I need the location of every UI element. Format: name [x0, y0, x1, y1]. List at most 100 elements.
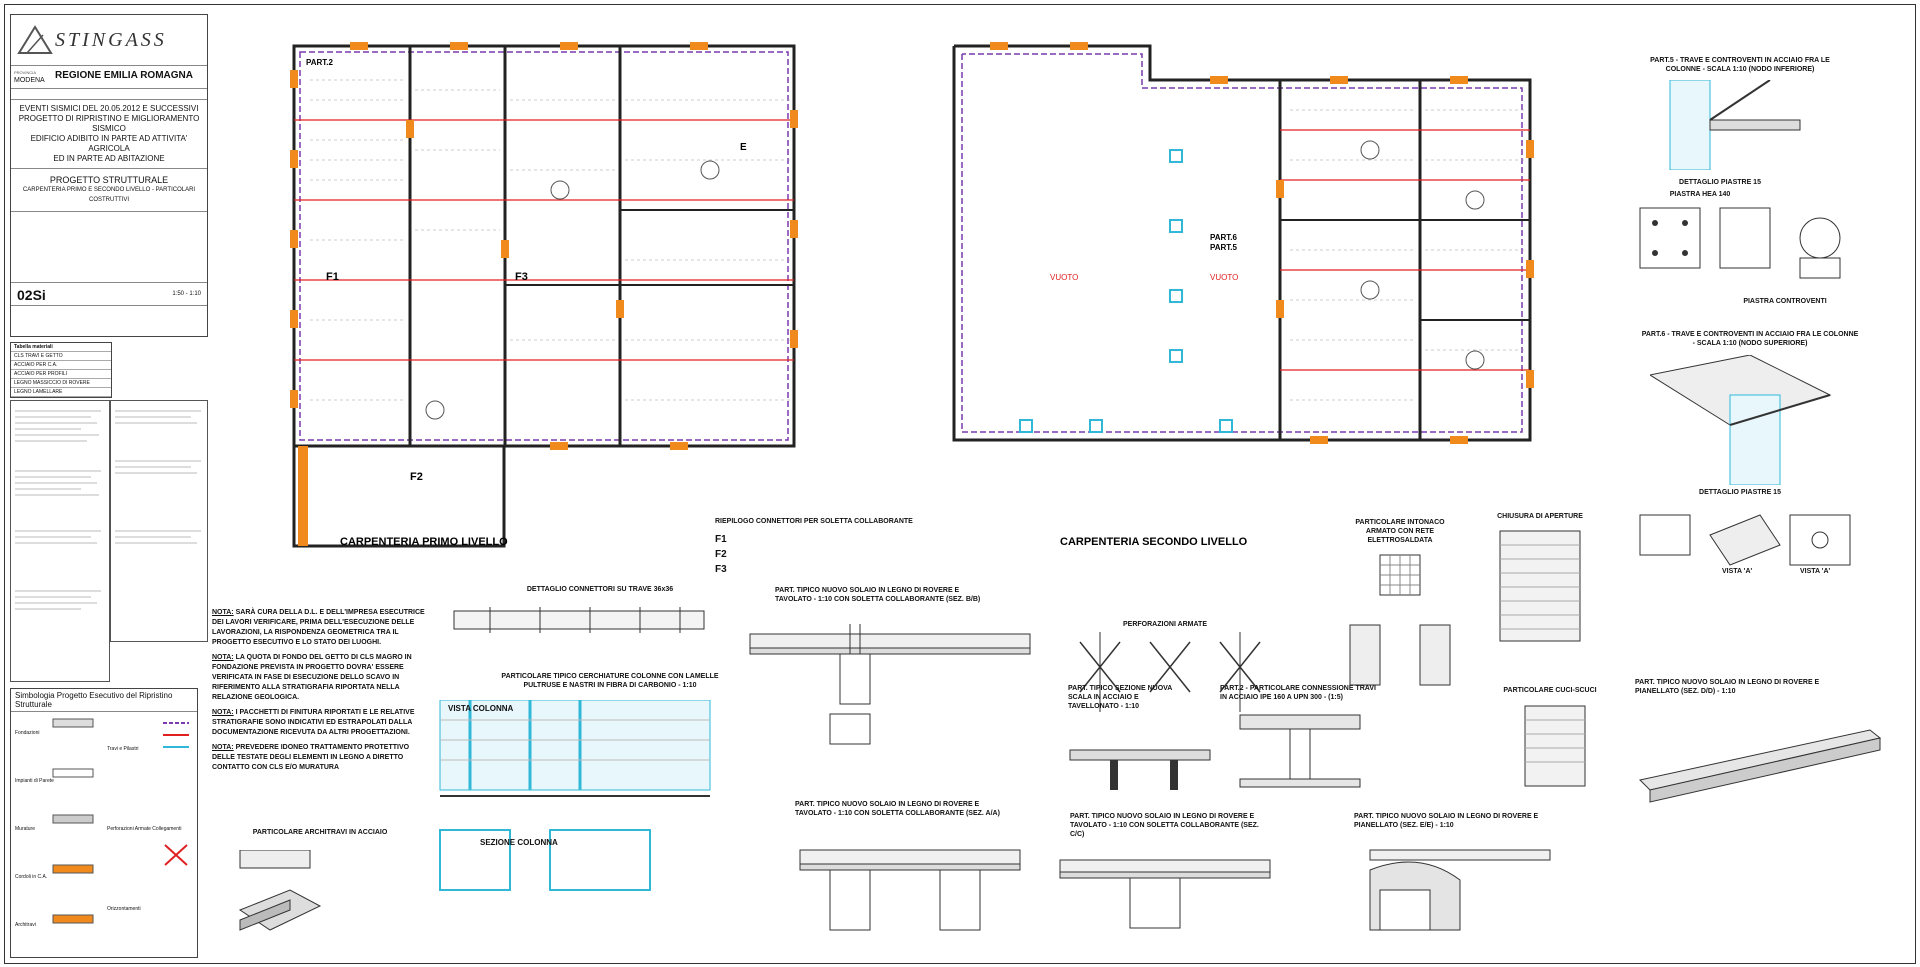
note-text: I PACCHETTI DI FINITURA RIPORTATI E LE R… — [212, 709, 415, 736]
detail-beam-connectors — [453, 607, 705, 633]
section-title: PROGETTO STRUTTURALE — [49, 175, 169, 185]
revision-area — [11, 306, 207, 336]
connector-code: F3 — [715, 564, 727, 575]
project-line: EVENTI SISMICI DEL 20.05.2012 E SUCCESSI… — [19, 104, 199, 113]
detail-title: PIASTRA HEA 140 — [1669, 191, 1731, 198]
detail-steel-lintel — [238, 850, 322, 931]
detail-part2 — [1239, 714, 1361, 788]
legend-title: Simbologia Progetto Esecutivo del Ripris… — [11, 689, 197, 712]
notes-lines — [15, 410, 101, 610]
drawing-sheet — [4, 4, 1916, 964]
legend: Simbologia Progetto Esecutivo del Ripris… — [10, 688, 198, 958]
legend-group: Fondazioni — [15, 730, 40, 736]
detail-plaster — [1349, 554, 1451, 686]
company-name: STINGASS — [55, 28, 167, 51]
note-key: NOTA: — [212, 609, 234, 616]
detail-floor-b — [749, 624, 1031, 745]
legend-group: Perforazioni Armate Collegamenti — [107, 826, 182, 832]
legend-symbols — [52, 718, 94, 924]
connector-code: F1 — [715, 534, 727, 545]
province-label: PROVINCIA — [14, 70, 37, 75]
drawing-code: 02Si — [17, 287, 46, 303]
legend-group: Murature — [15, 826, 36, 832]
note-text: SARÀ CURA DELLA D.L. E DELL'IMPRESA ESEC… — [212, 609, 425, 646]
void-label: VUOTO — [1050, 273, 1078, 282]
part-label: PART.2 — [306, 58, 334, 67]
project-line: EDIFICIO ADIBITO IN PARTE AD ATTIVITA' A… — [30, 134, 188, 153]
region: REGIONE EMILIA ROMAGNA — [55, 70, 193, 81]
detail-plates — [1639, 207, 1841, 279]
materials-row: LEGNO LAMELLARE — [11, 388, 111, 397]
project-line: ED IN PARTE AD ABITAZIONE — [53, 154, 165, 163]
region-row: PROVINCIA MODENA REGIONE EMILIA ROMAGNA — [11, 66, 207, 89]
detail-column-view — [439, 700, 711, 891]
note-key: NOTA: — [212, 654, 234, 661]
detail-title: PARTICOLARE ARCHITRAVI IN ACCIAIO — [252, 829, 388, 836]
note-key: NOTA: — [212, 709, 234, 716]
notes: NOTA: SARÀ CURA DELLA D.L. E DELL'IMPRES… — [212, 608, 427, 773]
void-label: VUOTO — [1210, 273, 1238, 282]
plan-title: CARPENTERIA SECONDO LIVELLO — [1060, 536, 1248, 548]
detail-title: PART.6 - TRAVE E CONTROVENTI IN ACCIAIO … — [1641, 331, 1859, 347]
legend-group: Impianti di Parete — [15, 778, 54, 784]
subject: CARPENTERIA PRIMO E SECONDO LIVELLO - PA… — [22, 187, 196, 203]
detail-title: PART. TIPICO NUOVO SOLAIO IN LEGNO DI RO… — [775, 587, 981, 603]
materials-row: ACCIAIO PER C.A. — [11, 361, 111, 370]
legend-group: Cordoli in C.A. — [15, 874, 48, 880]
note-text: PREVEDERE IDONEO TRATTAMENTO PROTETTIVO … — [212, 744, 410, 771]
detail-title: DETTAGLIO CONNETTORI SU TRAVE 36x36 — [526, 586, 674, 593]
company-logo: STINGASS — [11, 15, 207, 66]
detail-steel-slab — [1069, 749, 1211, 790]
detail-title: PART. TIPICO SEZIONE NUOVA SCALA IN ACCI… — [1068, 685, 1173, 710]
floor-code: E — [740, 142, 747, 153]
scale: 1:50 - 1:10 — [172, 291, 201, 297]
detail-floor-a — [799, 849, 1021, 931]
detail-title: PART.5 - TRAVE E CONTROVENTI IN ACCIAIO … — [1650, 57, 1830, 73]
detail-title: DETTAGLIO PIASTRE 15 — [1699, 489, 1781, 496]
floor-code: F3 — [515, 271, 528, 283]
detail-subtitle: SEZIONE COLONNA — [480, 838, 558, 847]
part-label: PART.5 — [1210, 243, 1238, 252]
detail-title: PERFORAZIONI ARMATE — [1123, 621, 1207, 628]
notes-box-left — [10, 400, 110, 682]
detail-title: PARTICOLARE INTONACO ARMATO CON RETE ELE… — [1355, 519, 1445, 544]
province: MODENA — [14, 77, 45, 84]
note-key: NOTA: — [212, 744, 234, 751]
detail-floor-d — [1638, 729, 1882, 803]
logo-icon — [17, 25, 53, 54]
detail-title: PART. TIPICO NUOVO SOLAIO IN LEGNO DI RO… — [1635, 679, 1820, 695]
floor-code: F1 — [326, 271, 339, 283]
part-label: PART.6 — [1210, 233, 1238, 242]
detail-part5 — [1669, 80, 1801, 170]
signature-area — [11, 212, 207, 283]
blank-row — [11, 89, 207, 100]
view-label: VISTA 'A' — [1722, 568, 1753, 575]
detail-title: PART. TIPICO NUOVO SOLAIO IN LEGNO DI RO… — [1070, 813, 1259, 838]
plan-second-level: PART.6 PART.5 VUOTO VUOTO CARPENTERIA SE… — [952, 42, 1534, 548]
notes-lines — [115, 410, 201, 544]
detail-title: CHIUSURA DI APERTURE — [1497, 513, 1583, 520]
detail-title: DETTAGLIO PIASTRE 15 — [1679, 179, 1761, 186]
plan-first-level: PART.2 F1 F2 F3 E CARPENTERIA PRIMO LIVE… — [290, 42, 798, 548]
detail-title: PARTICOLARE CUCI-SCUCI — [1503, 687, 1597, 694]
legend-group: Architravi — [15, 922, 36, 928]
title-block: STINGASS PROVINCIA MODENA REGIONE EMILIA… — [10, 14, 208, 337]
project-description: EVENTI SISMICI DEL 20.05.2012 E SUCCESSI… — [11, 100, 207, 169]
detail-title: PART. TIPICO NUOVO SOLAIO IN LEGNO DI RO… — [1354, 813, 1539, 829]
connectors-list: F1 F2 F3 — [715, 532, 727, 577]
detail-floor-e — [1369, 849, 1551, 931]
detail-openings — [1499, 530, 1581, 642]
note-text: LA QUOTA DI FONDO DEL GETTO DI CLS MAGRO… — [212, 654, 412, 701]
materials-row: LEGNO MASSICCIO DI ROVERE — [11, 379, 111, 388]
detail-floor-c — [1059, 859, 1271, 929]
materials-row: CLS TRAVI E GETTO — [11, 352, 111, 361]
detail-title: PARTICOLARE TIPICO CERCHIATURE COLONNE C… — [501, 673, 719, 689]
notes-box-right — [110, 400, 208, 642]
materials-table: Tabella materiali CLS TRAVI E GETTO ACCI… — [10, 342, 112, 398]
plan-title: CARPENTERIA PRIMO LIVELLO — [340, 536, 508, 548]
detail-title: PIASTRA CONTROVENTI — [1743, 298, 1827, 305]
project-line: PROGETTO DI RIPRISTINO E MIGLIORAMENTO S… — [18, 114, 200, 133]
legend-left: Fondazioni Impianti di Parete Murature C… — [15, 709, 54, 949]
detail-title: PART. TIPICO NUOVO SOLAIO IN LEGNO DI RO… — [795, 801, 1000, 817]
materials-title: Tabella materiali — [11, 343, 111, 352]
